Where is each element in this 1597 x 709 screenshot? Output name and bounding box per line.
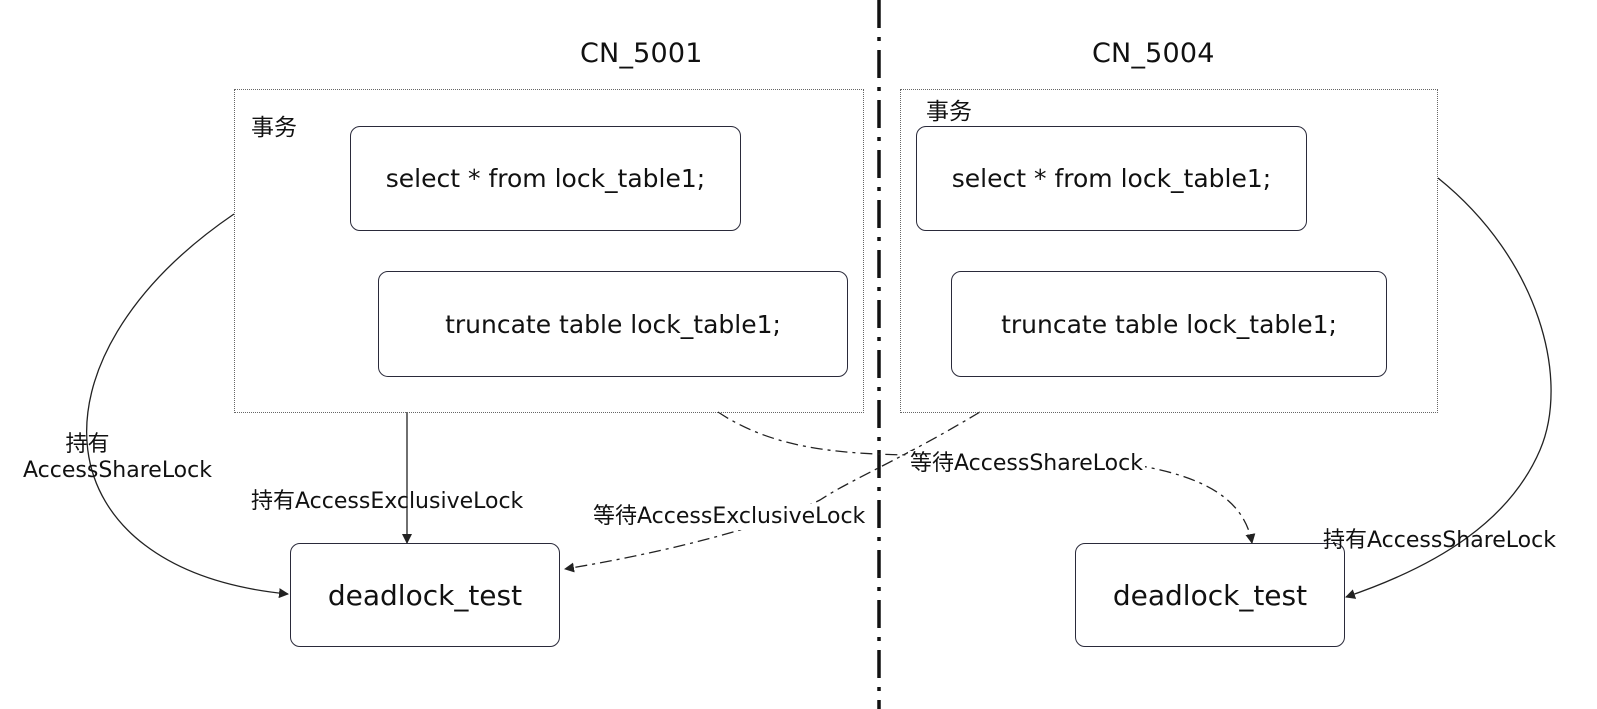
statement-select-left: select * from lock_table1; [350,126,741,231]
edge-label-left-hold-share-line2: AccessShareLock [23,458,212,484]
transaction-frame-right [900,89,1438,413]
edge-label-right-hold-share: 持有AccessShareLock [1323,528,1556,553]
transaction-frame-left [234,89,864,413]
node-title-right: CN_5004 [1092,38,1215,69]
edge-label-right-wait-share: 等待AccessShareLock [908,451,1145,478]
statement-truncate-right: truncate table lock_table1; [951,271,1387,377]
transaction-label-left: 事务 [251,115,297,141]
edge-right-wait-share [717,411,1256,544]
statement-truncate-left: truncate table lock_table1; [378,271,848,377]
transaction-label-right: 事务 [926,99,972,125]
node-title-left: CN_5001 [580,38,703,69]
edge-label-left-wait-exclusive: 等待AccessExclusiveLock [591,504,868,531]
edge-left-wait-exclusive [564,411,981,573]
edge-label-left-hold-share: 持有 AccessShareLock [10,432,225,485]
table-deadlock-test-left: deadlock_test [290,543,560,647]
edge-right-hold-share [1345,177,1552,599]
edge-left-hold-share [86,213,289,599]
table-deadlock-test-right: deadlock_test [1075,543,1345,647]
edge-label-left-hold-share-line1: 持有 [65,432,110,457]
statement-select-right: select * from lock_table1; [916,126,1307,231]
edge-label-left-hold-exclusive: 持有AccessExclusiveLock [251,489,524,514]
